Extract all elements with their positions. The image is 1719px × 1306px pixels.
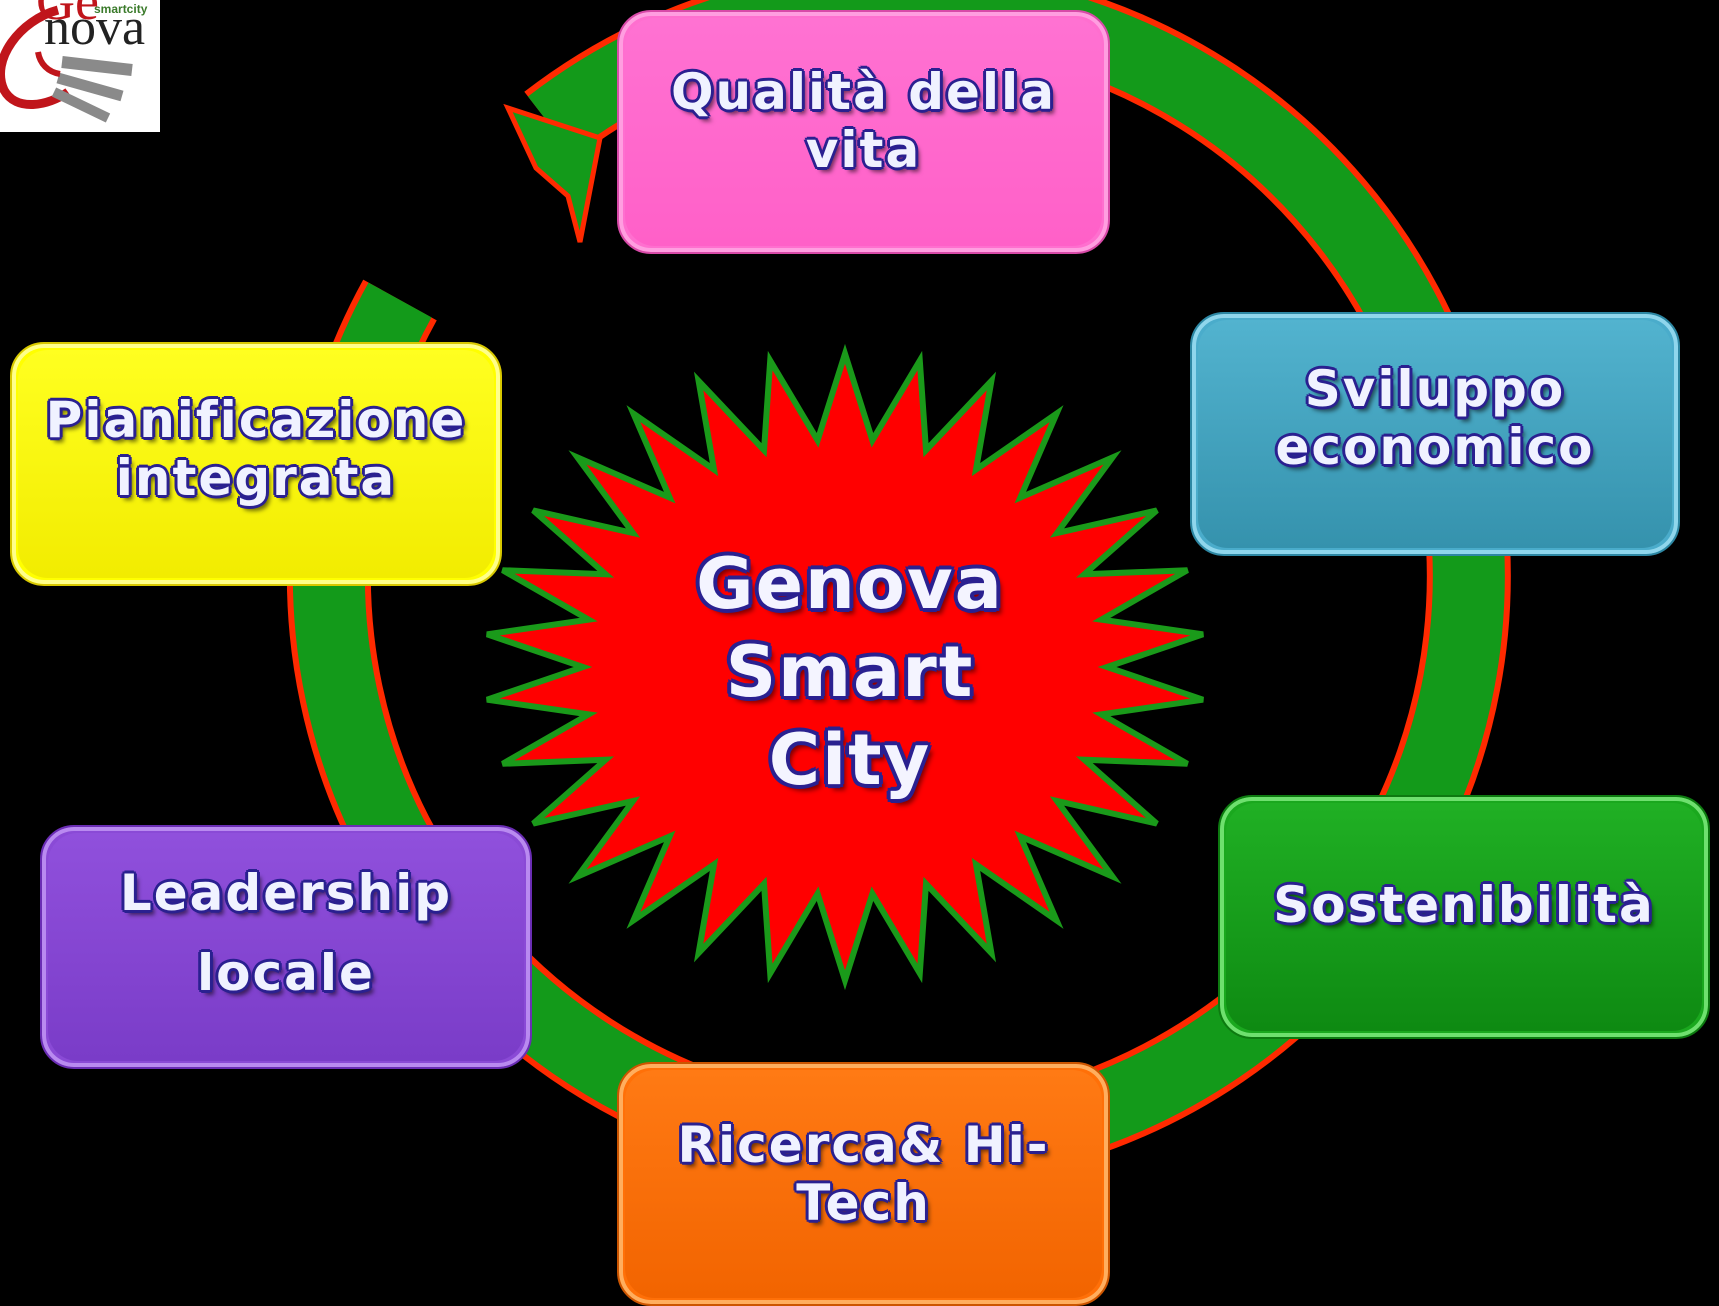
box-ricerca-label: Ricerca& Hi-Tech — [677, 1116, 1050, 1232]
genova-smartcity-logo: Ge smartcity nova — [0, 0, 160, 132]
logo-swoosh-icon — [0, 5, 133, 123]
box-sostenibilita-label: Sostenibilità — [1273, 876, 1655, 934]
center-title-line-1: Genova — [696, 543, 1004, 625]
center-title: Genova Smart City — [620, 540, 1080, 804]
box-sostenibilita: Sostenibilità — [1218, 795, 1710, 1039]
starburst-shape — [486, 343, 1204, 991]
box-pianificazione: Pianificazione integrata — [10, 342, 502, 586]
logo-ge-text: Ge — [36, 0, 99, 31]
box-qualita: Qualità della vita — [617, 10, 1110, 254]
box-qualita-label: Qualità della vita — [671, 63, 1056, 179]
box-leadership-label: Leadership locale — [119, 864, 453, 1002]
box-sviluppo: Sviluppo economico — [1190, 312, 1680, 556]
logo-nova-text: nova — [44, 0, 146, 56]
box-leadership: Leadership locale — [40, 825, 532, 1069]
box-ricerca: Ricerca& Hi-Tech — [617, 1062, 1110, 1306]
center-title-line-2: Smart — [725, 631, 975, 713]
box-sviluppo-label: Sviluppo economico — [1275, 360, 1595, 476]
cycle-arrowhead — [503, 103, 603, 243]
center-title-line-3: City — [768, 719, 932, 801]
box-pianificazione-label: Pianificazione integrata — [45, 391, 467, 507]
logo-smartcity-text: smartcity — [94, 2, 148, 16]
